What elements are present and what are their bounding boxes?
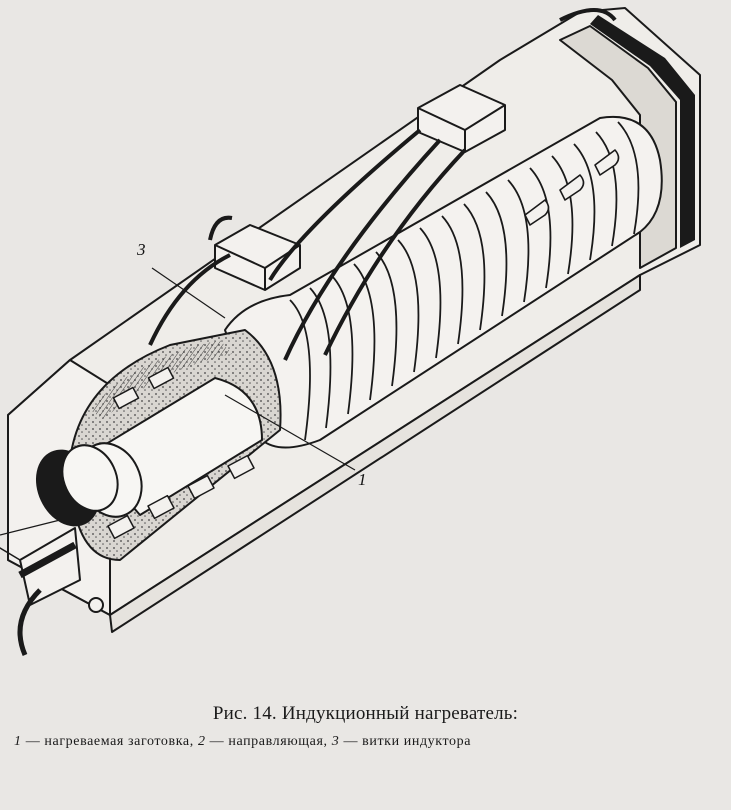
legend-number-1: 1 xyxy=(14,734,22,749)
callout-1: 1 xyxy=(358,470,367,489)
housing-base xyxy=(109,274,641,633)
housing-end-band xyxy=(590,15,695,248)
legend-number-2: 2 xyxy=(197,734,206,749)
figure-caption-legend: 1 — нагреваемая заготовка, 2 — направляю… xyxy=(14,734,471,750)
refractory-blocks xyxy=(107,366,255,540)
legend-text-2: — направляющая, xyxy=(205,734,332,749)
leader-line-3 xyxy=(151,267,226,319)
legend-number-3: 3 xyxy=(331,734,340,749)
induction-heater-illustration xyxy=(0,7,701,656)
junction-box-left xyxy=(214,224,301,291)
mounting-bolt xyxy=(88,597,104,613)
legend-text-1: — нагреваемая заготовка, xyxy=(21,734,198,749)
callout-3: 3 xyxy=(137,240,146,259)
coil-body xyxy=(224,115,663,449)
legend-text-3: — витки индуктора xyxy=(339,734,472,749)
figure-caption-title: Рис. 14. Индукционный нагреватель: xyxy=(212,703,519,724)
leader-line-2 xyxy=(0,519,61,536)
coil-turns xyxy=(289,121,640,441)
leader-line-1 xyxy=(224,394,356,471)
terminal-lugs xyxy=(524,149,620,226)
